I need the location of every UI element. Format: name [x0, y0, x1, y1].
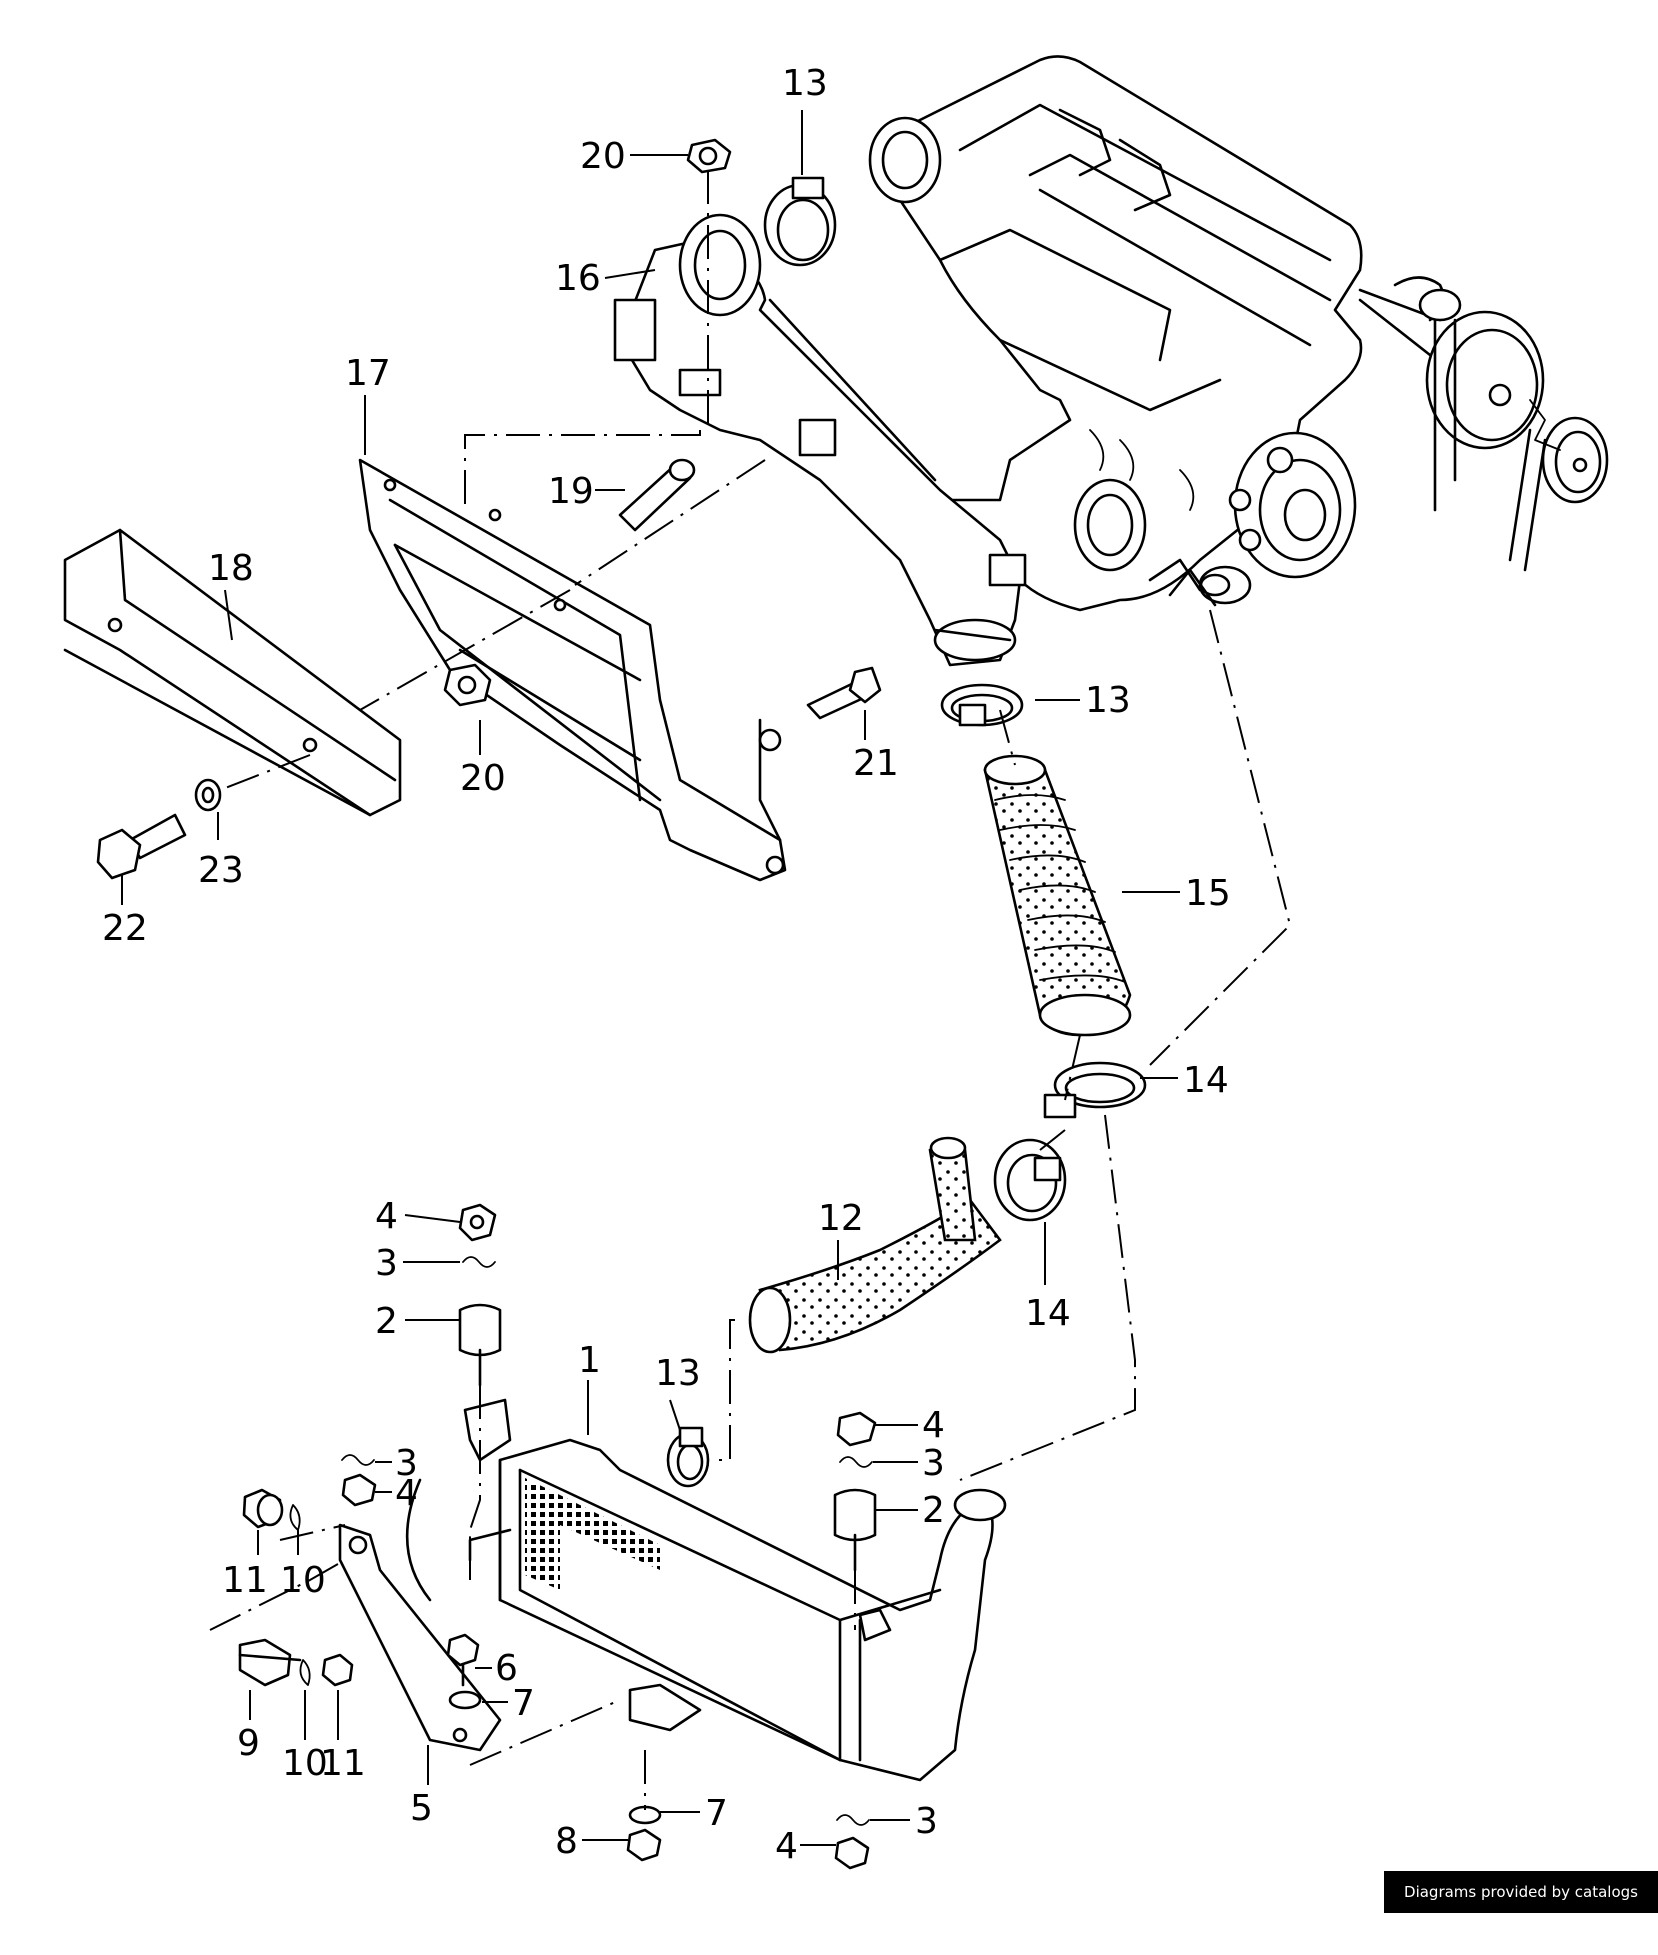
callout-13-mid: 13 [1085, 680, 1131, 721]
intake-pipe-16 [613, 213, 1027, 667]
intercooler-1 [405, 1438, 1007, 1782]
leader-lines [121, 110, 1180, 1846]
callout-22: 22 [102, 908, 148, 949]
callout-19: 19 [548, 471, 594, 512]
callout-3-right: 3 [922, 1443, 945, 1484]
callout-2-left: 2 [375, 1301, 398, 1342]
callout-3-bottom: 3 [915, 1801, 938, 1842]
callout-10-lower: 10 [282, 1743, 328, 1784]
callout-7-lower: 7 [705, 1793, 728, 1834]
callout-20-mid: 20 [460, 758, 506, 799]
callout-17: 17 [345, 353, 391, 394]
callout-15: 15 [1185, 873, 1231, 914]
callout-10-upper: 10 [280, 1560, 326, 1601]
callout-11-upper: 11 [222, 1560, 268, 1601]
callout-12: 12 [818, 1198, 864, 1239]
callout-1: 1 [578, 1340, 601, 1381]
callout-4-bottom: 4 [775, 1826, 798, 1867]
bellows-hose-15 [983, 754, 1132, 1037]
callout-16: 16 [555, 258, 601, 299]
hose-clamps [666, 176, 1147, 1488]
small-parts-top [96, 138, 882, 880]
callout-3-upper-left: 3 [375, 1243, 398, 1284]
callout-13-top: 13 [782, 63, 828, 104]
credit-banner: Diagrams provided by catalogs parts [1384, 1871, 1658, 1943]
callout-4-mid-left: 4 [395, 1473, 418, 1514]
callout-3-mid-left: 3 [395, 1443, 418, 1484]
callout-7-upper: 7 [512, 1683, 535, 1724]
exploded-view-drawing: 13 20 16 17 19 18 13 21 20 23 22 15 14 1… [63, 55, 1609, 1870]
engine-assembly [868, 55, 1609, 612]
callout-18: 18 [208, 548, 254, 589]
hardware-small [238, 1203, 877, 1870]
callout-13-low: 13 [655, 1353, 701, 1394]
parts-diagram: 13 20 16 17 19 18 13 21 20 23 22 15 14 1… [63, 55, 1609, 1870]
callout-9: 9 [237, 1723, 260, 1764]
callout-labels: 13 20 16 17 19 18 13 21 20 23 22 15 14 1… [102, 63, 1231, 1867]
callout-14-right: 14 [1183, 1060, 1229, 1101]
assembly-lines [209, 170, 1292, 1810]
bracket-5 [338, 1398, 512, 1752]
callout-4-upper-left: 4 [375, 1196, 398, 1237]
callout-20-top: 20 [580, 136, 626, 177]
hose-12 [748, 1136, 1002, 1354]
callout-2-right: 2 [922, 1490, 945, 1531]
callout-5: 5 [410, 1788, 433, 1829]
callout-11-lower: 11 [320, 1743, 366, 1784]
callout-23: 23 [198, 850, 244, 891]
callout-6: 6 [495, 1648, 518, 1689]
callout-4-right: 4 [922, 1405, 945, 1446]
air-deflector-18 [63, 528, 402, 817]
callout-14-lower: 14 [1025, 1293, 1071, 1334]
air-guide-17 [358, 458, 787, 882]
callout-21: 21 [853, 743, 899, 784]
callout-8: 8 [555, 1821, 578, 1862]
